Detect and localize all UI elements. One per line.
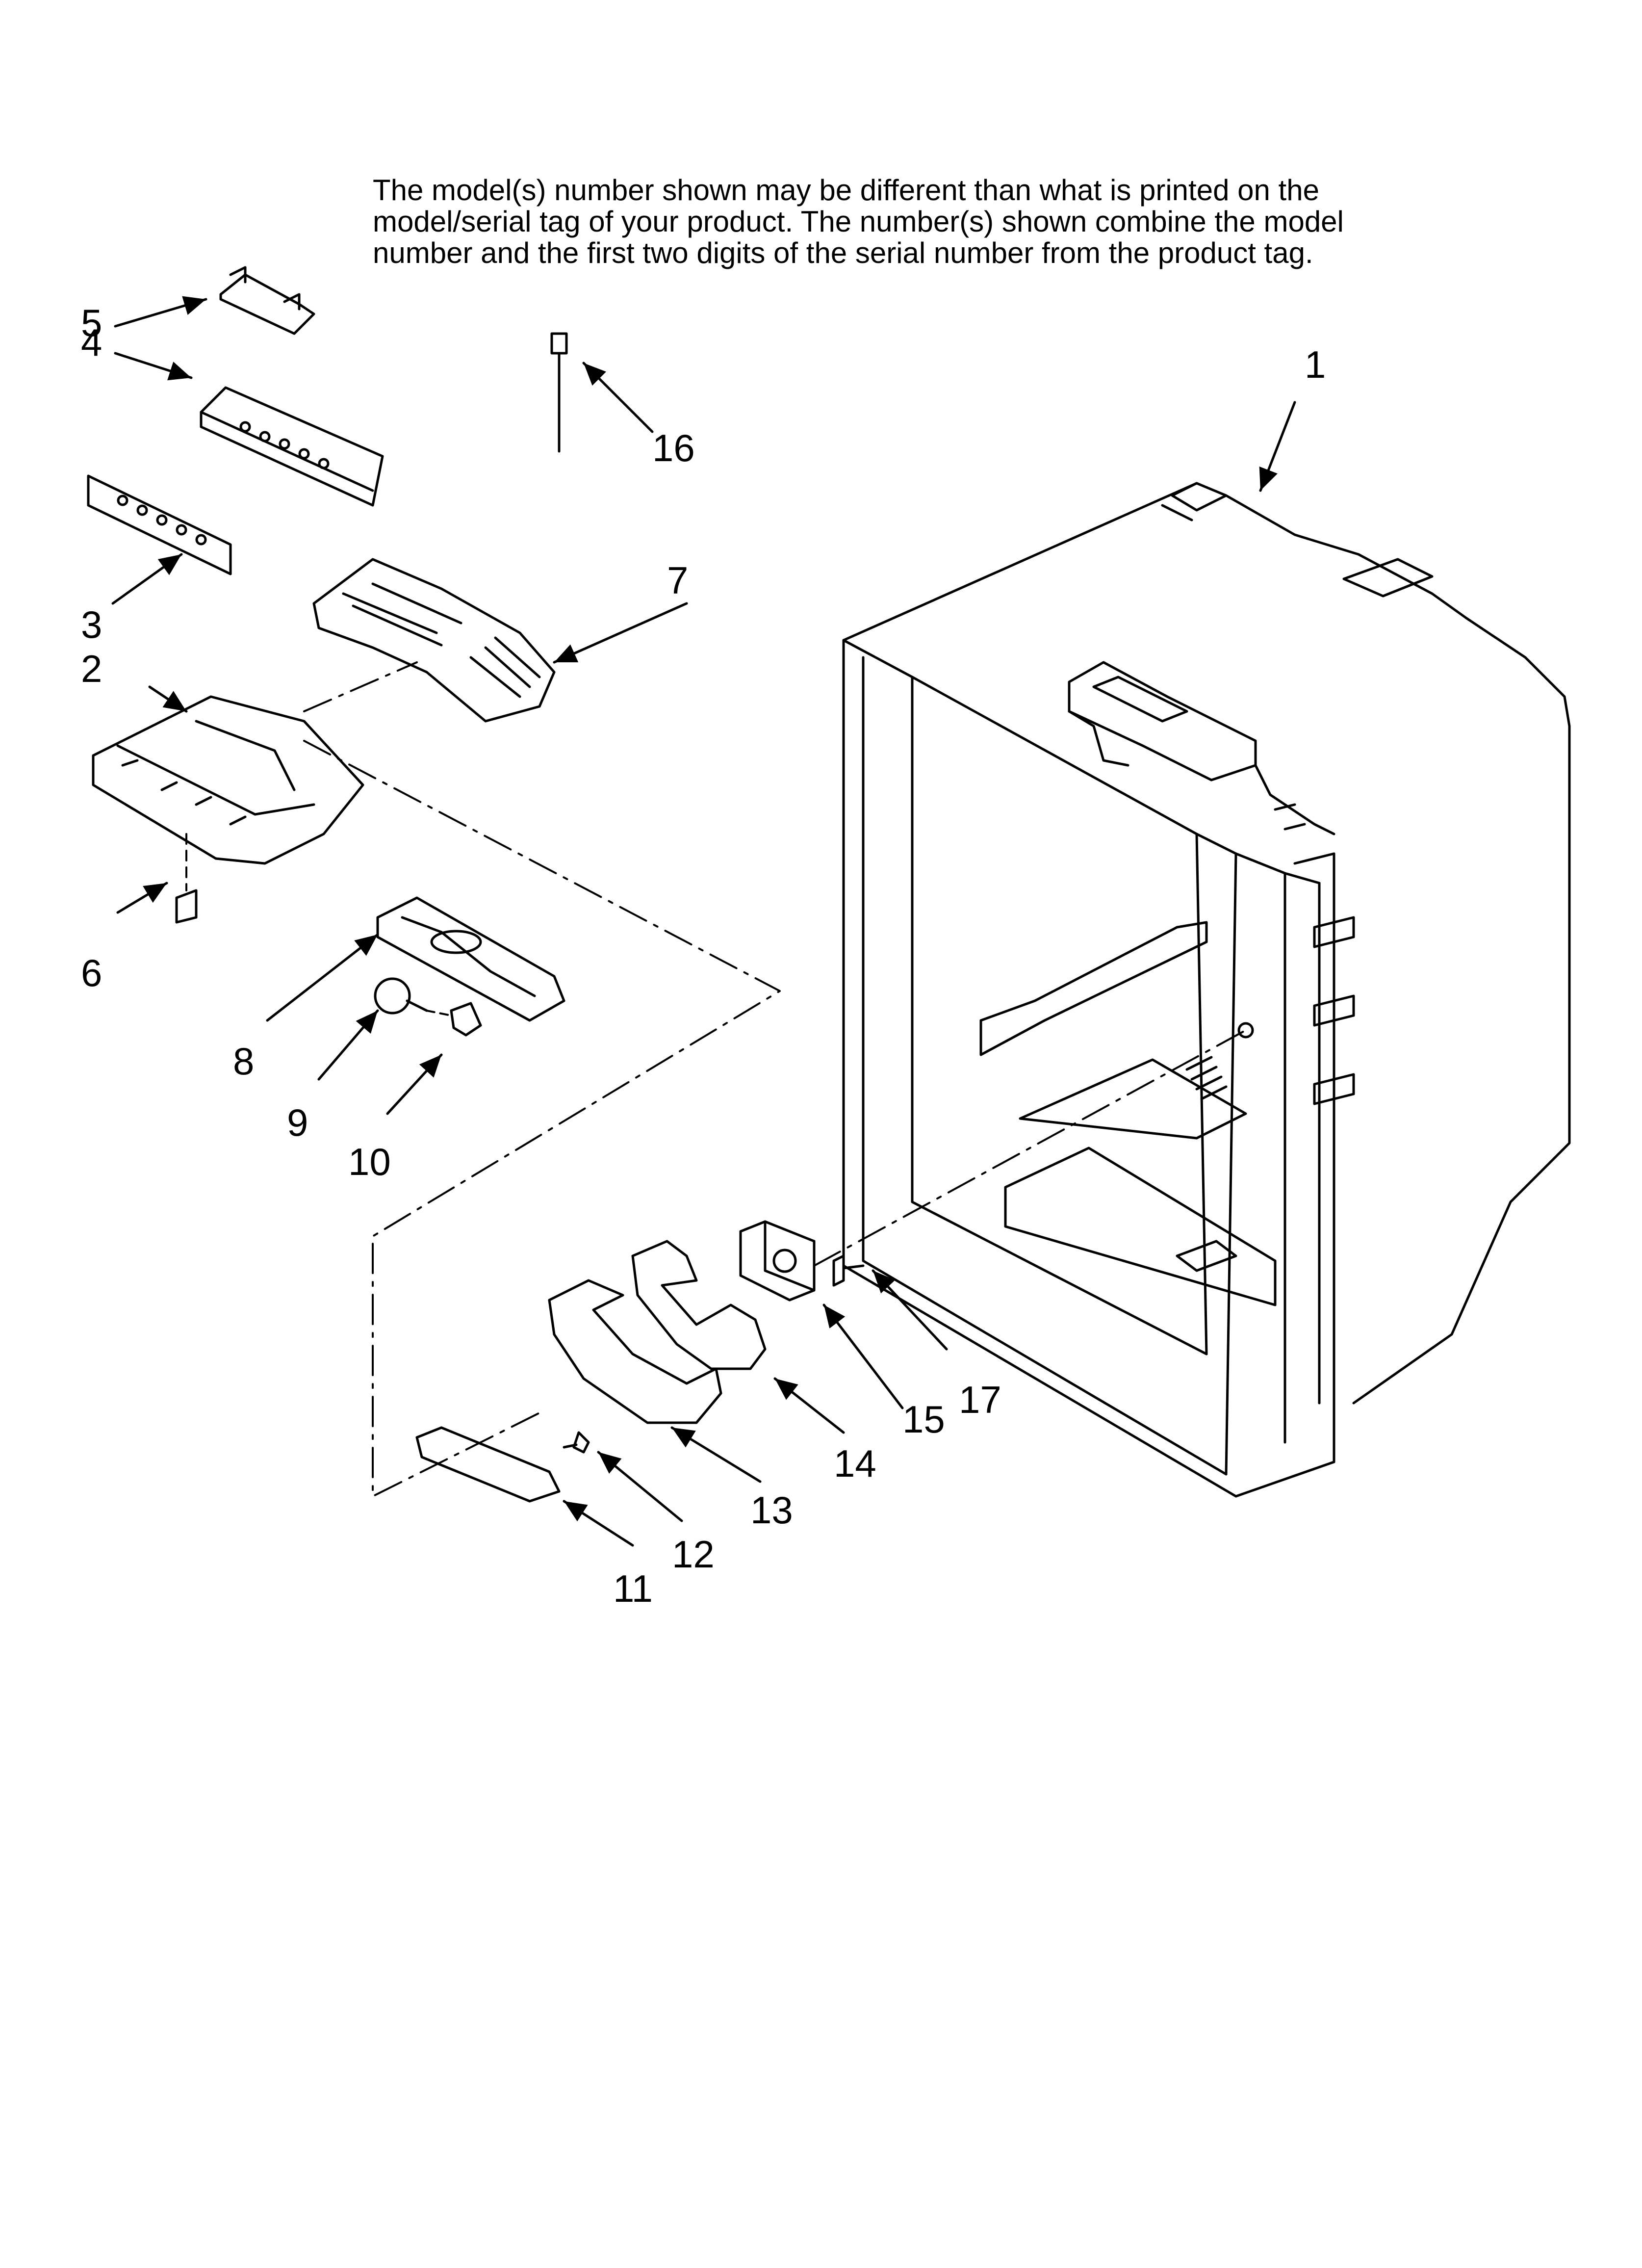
leader-9-10 bbox=[426, 1010, 452, 1017]
part-16-bulb-probe bbox=[550, 332, 568, 453]
model-number-note: The model(s) number shown may be differe… bbox=[373, 175, 1403, 269]
callout-10: 10 bbox=[348, 1140, 391, 1183]
callout-3: 3 bbox=[81, 603, 102, 646]
callout-8: 8 bbox=[233, 1040, 254, 1083]
callout-16: 16 bbox=[652, 426, 695, 469]
part-4-control-housing bbox=[200, 386, 384, 507]
callout-6: 6 bbox=[81, 951, 102, 994]
part-14-housing bbox=[631, 1240, 767, 1370]
note-line-2: model/serial tag of your product. The nu… bbox=[373, 205, 1344, 238]
part-17-screw bbox=[832, 1254, 865, 1287]
part-13-cover bbox=[548, 1279, 722, 1424]
part-12-screw bbox=[563, 1431, 590, 1454]
callout-14: 14 bbox=[834, 1442, 876, 1485]
part-11-trim bbox=[415, 1426, 561, 1503]
callout-4: 4 bbox=[81, 321, 102, 364]
part-15-damper-assembly bbox=[739, 1220, 816, 1302]
part-7-vent-cover bbox=[312, 558, 556, 723]
callout-13: 13 bbox=[750, 1488, 793, 1532]
callout-11: 11 bbox=[613, 1567, 653, 1610]
callout-17: 17 bbox=[959, 1378, 1001, 1421]
part-6-switch bbox=[175, 889, 198, 924]
callout-2: 2 bbox=[81, 647, 102, 690]
part-9-light-bulb bbox=[374, 977, 428, 1015]
callout-5: 5 bbox=[81, 301, 102, 344]
callout-7: 7 bbox=[667, 559, 688, 602]
callout-12: 12 bbox=[672, 1533, 715, 1576]
note-line-3: number and the first two digits of the s… bbox=[373, 236, 1313, 269]
callout-15: 15 bbox=[902, 1398, 945, 1441]
part-8-light-shield bbox=[376, 896, 565, 1022]
part-10-socket bbox=[450, 1002, 482, 1037]
note-line-1: The model(s) number shown may be differe… bbox=[373, 174, 1319, 207]
callout-arrows bbox=[111, 296, 1296, 1547]
part-2-control-box bbox=[92, 695, 364, 865]
part-5-housing-cap bbox=[219, 266, 315, 335]
part-1-cabinet-liner bbox=[842, 482, 1571, 1498]
part-3-overlay-label bbox=[87, 474, 232, 575]
assembly-outline bbox=[303, 661, 1247, 1497]
callout-1: 1 bbox=[1305, 343, 1326, 386]
callout-9: 9 bbox=[287, 1101, 308, 1144]
